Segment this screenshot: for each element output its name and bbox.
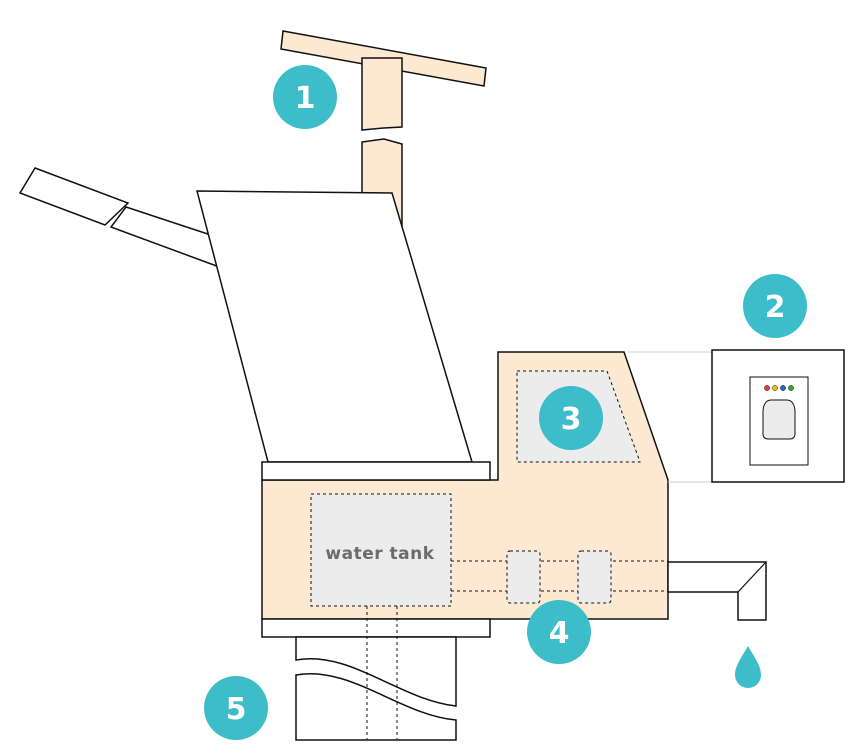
arm-outer — [18, 167, 130, 226]
stand-lower — [295, 672, 457, 741]
hopper-panel — [196, 190, 474, 463]
callout-5: 5 — [204, 676, 268, 740]
water-tank — [310, 493, 452, 607]
svg-text:4: 4 — [549, 616, 570, 651]
post-upper — [361, 57, 403, 131]
water-drop-icon — [735, 646, 761, 688]
callout-2: 2 — [743, 274, 807, 338]
led-yellow-icon — [772, 385, 778, 391]
side-arm — [18, 167, 233, 269]
callout-3: 3 — [539, 386, 603, 450]
svg-text:2: 2 — [765, 290, 786, 325]
callout-4: 4 — [527, 600, 591, 664]
control-panel-callout — [628, 349, 845, 483]
svg-text:3: 3 — [561, 402, 582, 437]
filter-left — [506, 550, 541, 604]
panel-button-icon — [762, 399, 796, 440]
filter-right — [577, 550, 612, 604]
water-tank-label: water tank — [325, 544, 434, 564]
body-top-strip — [261, 461, 491, 481]
stand-upper — [295, 636, 457, 707]
internal-pipe — [451, 560, 668, 592]
spout-bend — [737, 561, 767, 593]
callout-1: 1 — [273, 65, 337, 129]
led-green-icon — [788, 385, 794, 391]
svg-text:5: 5 — [226, 692, 247, 727]
outlet-spout — [667, 561, 767, 621]
svg-text:1: 1 — [295, 81, 316, 116]
bottom-stand — [295, 606, 457, 741]
led-red-icon — [764, 385, 770, 391]
body-base-strip — [261, 618, 491, 638]
led-blue-icon — [780, 385, 786, 391]
